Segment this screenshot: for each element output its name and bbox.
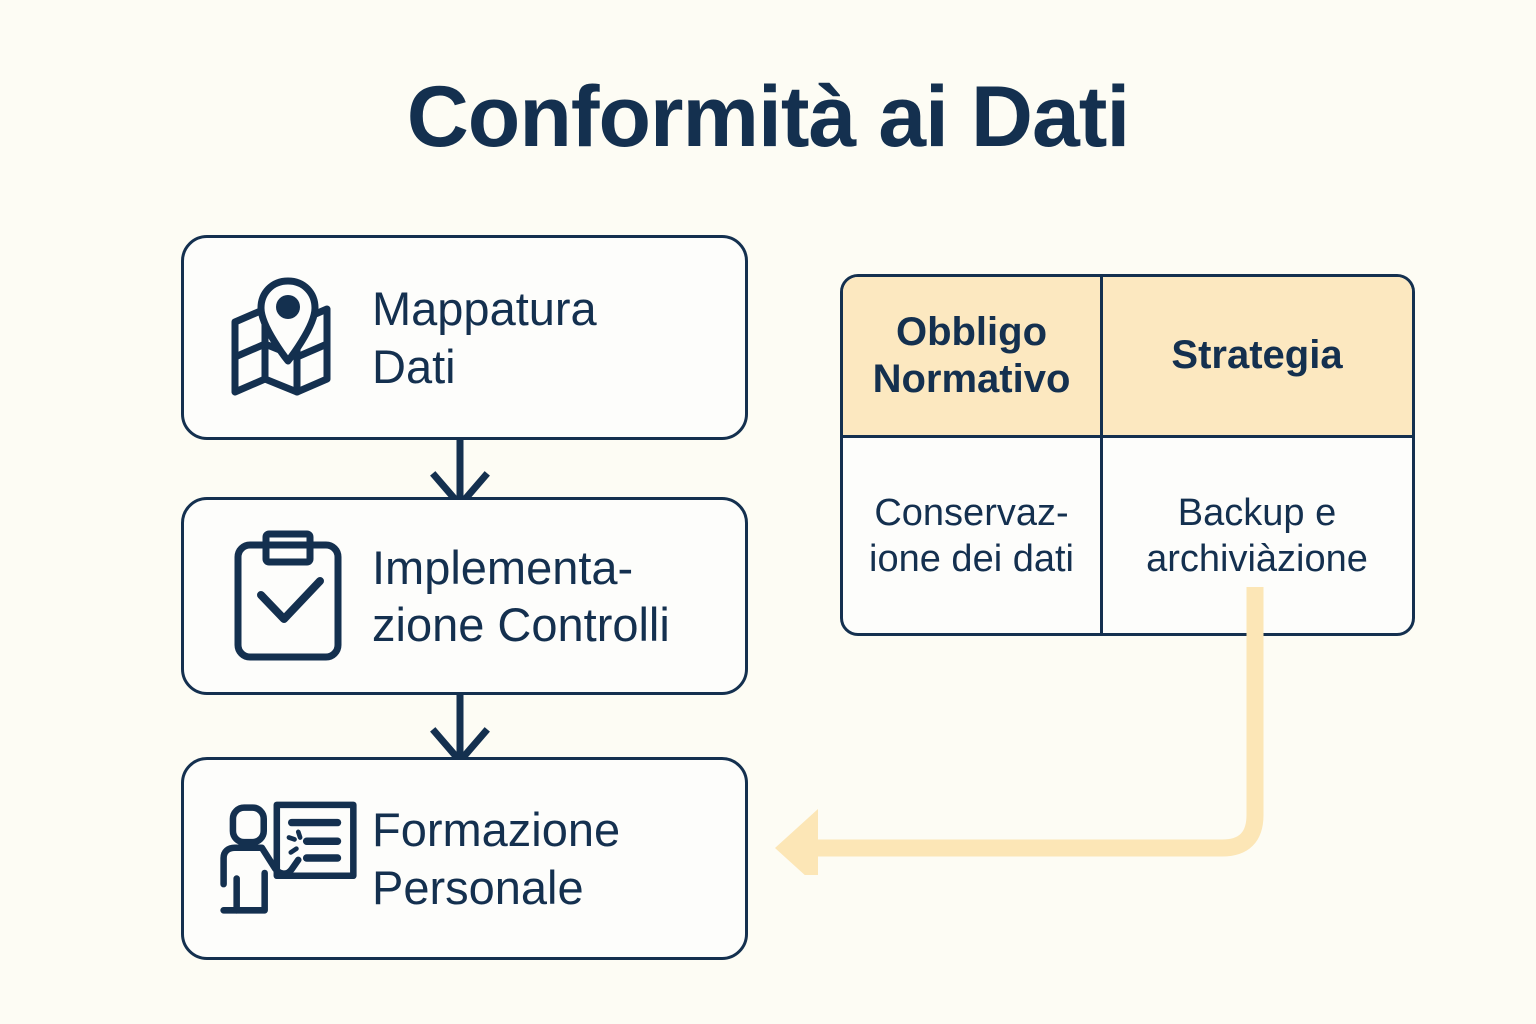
table-cell-strategia: Backup e archiviàzione: [1146, 491, 1368, 580]
clipboard-check-icon: [218, 526, 358, 666]
flow-step-label: Mappatura Dati: [372, 282, 597, 393]
table-header-obbligo-normativo: Obbligo Normativo: [843, 277, 1103, 435]
table-header-strategia: Strategia: [1171, 333, 1343, 378]
table-cell-obbligo-normativo: Conservaz- ione dei dati: [843, 438, 1103, 633]
training-presentation-icon: [218, 789, 358, 929]
page-title: Conformità ai Dati: [406, 69, 1131, 165]
flow-step-mappatura-dati[interactable]: Mappatura Dati: [181, 235, 748, 440]
table-row: Conservaz- ione dei dati Backup e archiv…: [843, 438, 1412, 633]
flow-step-label: Implementa- zione Controlli: [372, 540, 670, 651]
flow-step-formazione-personale[interactable]: Formazione Personale: [181, 757, 748, 960]
flow-step-implementazione-controlli[interactable]: Implementa- zione Controlli: [181, 497, 748, 695]
map-pin-icon: [218, 268, 358, 408]
compliance-matrix-table: Obbligo Normativo Strategia Conservaz- i…: [840, 274, 1415, 636]
flow-step-label: Formazione Personale: [372, 803, 621, 914]
table-header-row: Obbligo Normativo Strategia: [843, 277, 1412, 438]
